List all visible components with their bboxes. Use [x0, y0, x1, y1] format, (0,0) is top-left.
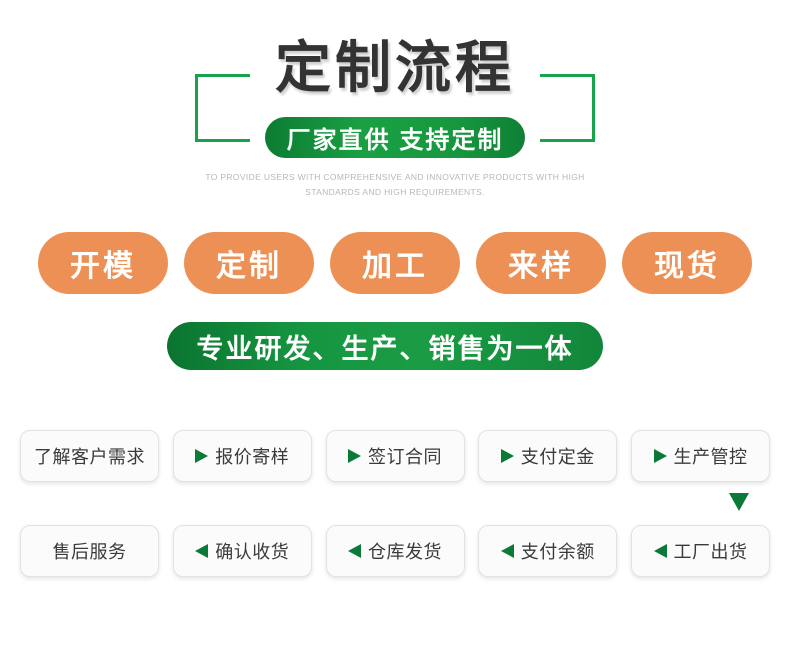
flow-step-label: 工厂出货 [673, 542, 748, 562]
arrow-down-icon [729, 493, 749, 511]
arrow-right-icon [195, 449, 209, 463]
english-subtitle: TO PROVIDE USERS WITH COMPREHENSIVE AND … [0, 170, 790, 200]
service-pill-label: 加工 [362, 250, 428, 283]
process-flow-row-1: 了解客户需求 报价寄样 签订合同 支付定金 生产管控 [20, 430, 770, 482]
service-pill-label: 开模 [70, 250, 136, 283]
bracket-right-decoration [540, 74, 595, 142]
header-badge: 厂家直供 支持定制 [265, 117, 525, 158]
process-flow-section: 了解客户需求 报价寄样 签订合同 支付定金 生产管控 售后服务 [0, 415, 790, 595]
flow-step-4[interactable]: 支付定金 [478, 430, 618, 482]
flow-step-7[interactable]: 支付余额 [478, 525, 618, 577]
flow-step-2[interactable]: 报价寄样 [172, 430, 312, 482]
flow-step-3[interactable]: 签订合同 [325, 430, 465, 482]
english-subtitle-line-2: STANDARDS AND HIGH REQUIREMENTS. [305, 187, 485, 197]
service-pill-4[interactable]: 现货 [622, 232, 752, 294]
tagline-banner-label: 专业研发、生产、销售为一体 [196, 333, 574, 364]
flow-step-label: 确认收货 [215, 542, 290, 562]
service-pill-label: 定制 [216, 250, 282, 283]
english-subtitle-line-1: TO PROVIDE USERS WITH COMPREHENSIVE AND … [205, 172, 585, 182]
flow-step-6[interactable]: 工厂出货 [631, 525, 770, 577]
flow-step-label: 仓库发货 [368, 542, 442, 562]
service-pill-3[interactable]: 来样 [476, 232, 606, 294]
flow-step-10[interactable]: 售后服务 [20, 525, 159, 577]
flow-step-label: 报价寄样 [215, 447, 290, 467]
flow-step-8[interactable]: 仓库发货 [325, 525, 465, 577]
arrow-left-icon [195, 544, 209, 558]
service-pill-2[interactable]: 加工 [330, 232, 460, 294]
arrow-right-icon [348, 449, 361, 463]
service-pill-0[interactable]: 开模 [38, 232, 168, 294]
process-flow-row-2: 售后服务 确认收货 仓库发货 支付余额 工厂出货 [20, 525, 770, 577]
arrow-left-icon [348, 544, 361, 558]
service-pill-label: 现货 [654, 250, 720, 283]
page-title: 定制流程 [275, 36, 515, 99]
service-pill-1[interactable]: 定制 [184, 232, 314, 294]
tagline-banner: 专业研发、生产、销售为一体 [167, 322, 603, 370]
arrow-right-icon [653, 449, 667, 463]
service-pill-row: 开模 定制 加工 来样 现货 [38, 232, 752, 294]
flow-step-label: 签订合同 [368, 447, 442, 467]
bracket-left-decoration [195, 74, 250, 142]
header-badge-label: 厂家直供 支持定制 [286, 127, 504, 154]
flow-step-label: 支付定金 [520, 447, 595, 467]
flow-step-label: 支付余额 [520, 542, 595, 562]
flow-step-5[interactable]: 生产管控 [631, 430, 770, 482]
flow-step-label: 售后服务 [52, 542, 127, 562]
flow-step-9[interactable]: 确认收货 [172, 525, 312, 577]
arrow-left-icon [500, 544, 514, 558]
arrow-right-icon [500, 449, 514, 463]
flow-step-label: 了解客户需求 [34, 447, 145, 467]
header-section: 定制流程 厂家直供 支持定制 TO PROVIDE USERS WITH COM… [0, 0, 790, 215]
arrow-left-icon [653, 544, 667, 558]
service-pill-label: 来样 [508, 250, 574, 283]
flow-step-label: 生产管控 [673, 447, 748, 467]
flow-step-1[interactable]: 了解客户需求 [20, 430, 159, 482]
